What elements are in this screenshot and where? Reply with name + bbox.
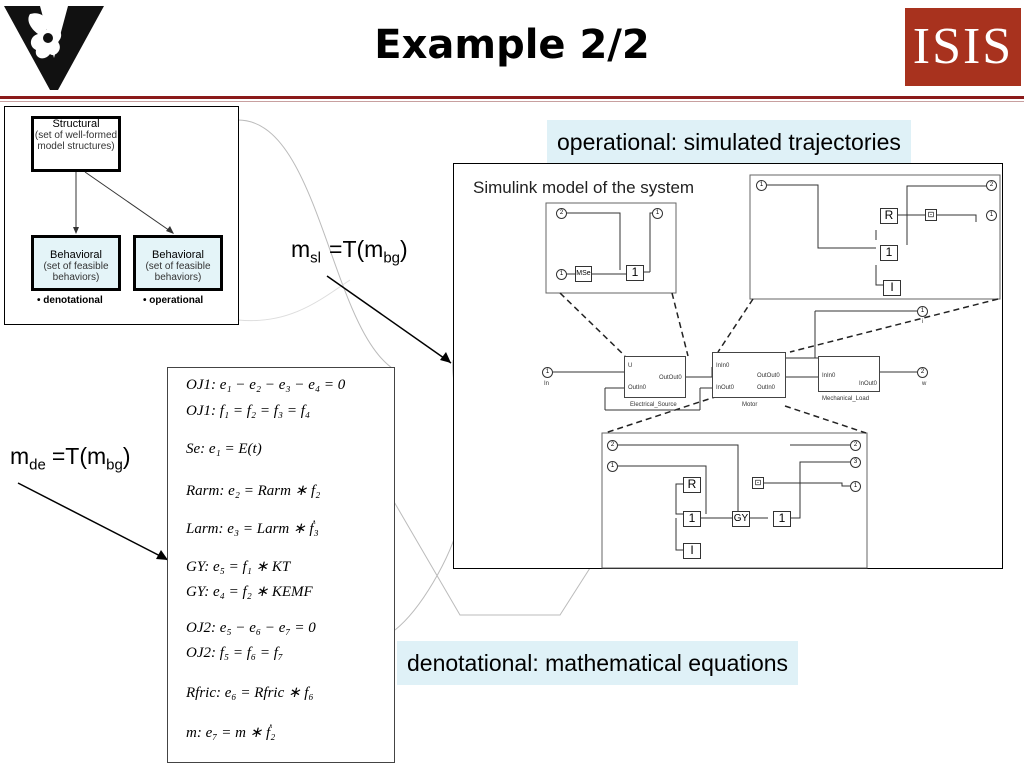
operational-label: • operational [143,295,204,306]
page-title: Example 2/2 [374,22,650,68]
sub2-outport-icon: 2 [986,180,997,191]
m-de-label: mde =T(mbg) [10,443,131,474]
behavior-diagram-inset: Structural (set of well-formed model str… [4,106,239,325]
header-rule [0,96,1024,99]
behavioral-right-subtitle: (set of feasible behaviors) [145,261,211,283]
equation-row: Rarm: e₂ = Rarm ∗ f₂ [186,483,321,499]
equations-panel: OJ1: e₁ − e₂ − e₃ − e₄ = 0 OJ1: f₁ = f₂ … [167,367,395,763]
equation-row: GY: e₄ = f₂ ∗ KEMF [186,584,313,600]
integrator-icon: ⊡ [925,209,937,221]
sub3-integrator-icon: ⊡ [752,477,764,489]
behavioral-left-subtitle: (set of feasible behaviors) [43,261,109,283]
sub2-outport-w-icon: 1 [986,210,997,221]
motor-inin-port: InIn0 [716,363,730,369]
output-port-i-label: i [922,319,924,325]
m-sl-equation: =T(m [329,236,384,262]
behavioral-left-title: Behavioral [50,249,102,261]
armature-inductance-icon: I [683,543,701,559]
m-de-symbol: m [10,443,30,469]
motor-block: InIn0 InOut0 OutOut0 OutIn0 [712,352,786,398]
denotational-label: • denotational [37,295,103,306]
equation-row: Se: e₁ = E(t) [186,441,262,457]
friction-resistor-icon: R [880,208,898,224]
motor-label: Motor [742,402,758,408]
sub1-inport-u-icon: 1 [556,269,567,280]
mechanical-inout-port: InOut0 [859,381,878,387]
sub3-inport2-icon: 1 [607,461,618,472]
m-de-subscript-bg: bg [106,456,123,474]
input-port-icon: 1 [542,367,553,378]
structural-box: Structural (set of well-formed model str… [31,116,121,172]
armature-resistor-icon: R [683,477,701,493]
inset-arrows [73,171,174,234]
sub1-inport-icon: 2 [556,208,567,219]
electrical-source-label: Electrical_Source [630,402,677,408]
electrical-outout-port: OutOut0 [659,375,682,381]
electrical-source-block: U OutIn0 OutOut0 [624,356,686,398]
m-sl-subscript: sl [310,249,322,267]
sub3-junction-left-icon: 1 [683,511,701,527]
mechanical-load-label: Mechanical_Load [822,396,870,402]
mechanical-inin-port: InIn0 [822,373,836,379]
motor-inout-port: InOut0 [716,385,735,391]
structural-subtitle: (set of well-formed model structures) [34,130,118,152]
equation-row: GY: e₅ = f₁ ∗ KT [186,559,291,575]
sub3-junction-right-icon: 1 [773,511,791,527]
gyrator-icon: GY [732,511,750,527]
header-rule-thin [0,101,1024,102]
mechanical-load-block: InIn0 InOut0 [818,356,880,392]
input-port-label: In [544,381,550,387]
m-de-close: ) [122,443,131,469]
vanderbilt-logo [0,0,108,92]
equation-row: OJ2: e₅ − e₆ − e₇ = 0 [186,620,316,636]
simulink-caption: Simulink model of the system [473,178,695,197]
m-sl-symbol: m [291,236,311,262]
output-port-i-icon: 1 [917,306,928,317]
equation-row: Larm: e₃ = Larm ∗ ḟ₃ [186,521,319,537]
sub1-outport-icon: 1 [652,208,663,219]
structural-title: Structural [52,118,100,130]
isis-logo-text: ISIS [912,18,1014,75]
m-de-equation: =T(m [51,443,107,469]
denotational-callout: denotational: mathematical equations [397,641,799,685]
mse-source-icon: MSe [575,266,592,282]
sub3-outport-i-icon: 1 [850,481,861,492]
isis-logo: ISIS [905,8,1021,86]
behavioral-right-title: Behavioral [152,249,204,261]
mass-inertia-icon: I [883,280,901,296]
behavioral-right-box: Behavioral (set of feasible behaviors) [133,235,223,291]
sub2-inport-icon: 1 [756,180,767,191]
behavioral-left-box: Behavioral (set of feasible behaviors) [31,235,121,291]
sub3-outport2-icon: 3 [850,457,861,468]
operational-callout: operational: simulated trajectories [547,120,911,164]
equation-row: OJ2: f₅ = f₆ = f₇ [186,645,284,661]
output-port-w-icon: 2 [917,367,928,378]
equation-row: Rfric: e₆ = Rfric ∗ f₆ [186,685,314,701]
electrical-outin-port: OutIn0 [628,385,647,391]
equation-row: OJ1: f₁ = f₂ = f₃ = f₄ [186,403,311,419]
motor-outin-port: OutIn0 [757,385,776,391]
m-sl-label: msl =T(mbg) [291,236,408,267]
sub3-outport-icon: 2 [850,440,861,451]
equation-row: m: e₇ = m ∗ ḟ₂ [186,725,276,741]
electrical-u-port: U [628,363,633,369]
sub1-junction-icon: 1 [626,265,644,281]
m-sl-subscript-bg: bg [383,249,401,267]
output-port-w-label: w [922,381,927,387]
m-sl-close: ) [400,236,408,262]
equation-row: OJ1: e₁ − e₂ − e₃ − e₄ = 0 [186,377,346,393]
sub2-junction-icon: 1 [880,245,898,261]
sub3-inport-icon: 2 [607,440,618,451]
motor-outout-port: OutOut0 [757,373,780,379]
m-de-subscript: de [29,456,46,474]
